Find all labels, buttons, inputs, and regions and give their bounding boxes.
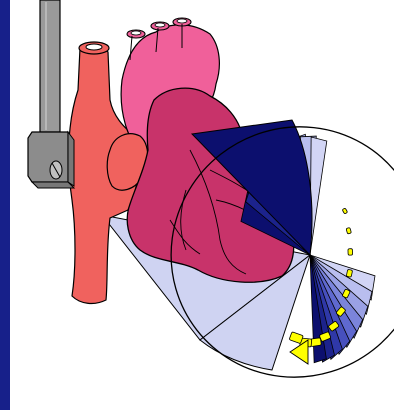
sweep-arrow-dash [348,249,353,256]
illustration-panel [10,0,394,410]
sweep-arrow-dash [346,269,352,277]
sweep-arrowhead [290,340,308,364]
sweep-arrow-dash [346,227,351,234]
sweep-arrow-dash [289,332,303,344]
scan-fan-leaf-upper [310,137,327,255]
probe-shaft [40,0,60,132]
heart-probe-diagram [10,0,394,410]
probe-head [28,132,68,182]
sweep-arrow-dash [342,208,348,214]
